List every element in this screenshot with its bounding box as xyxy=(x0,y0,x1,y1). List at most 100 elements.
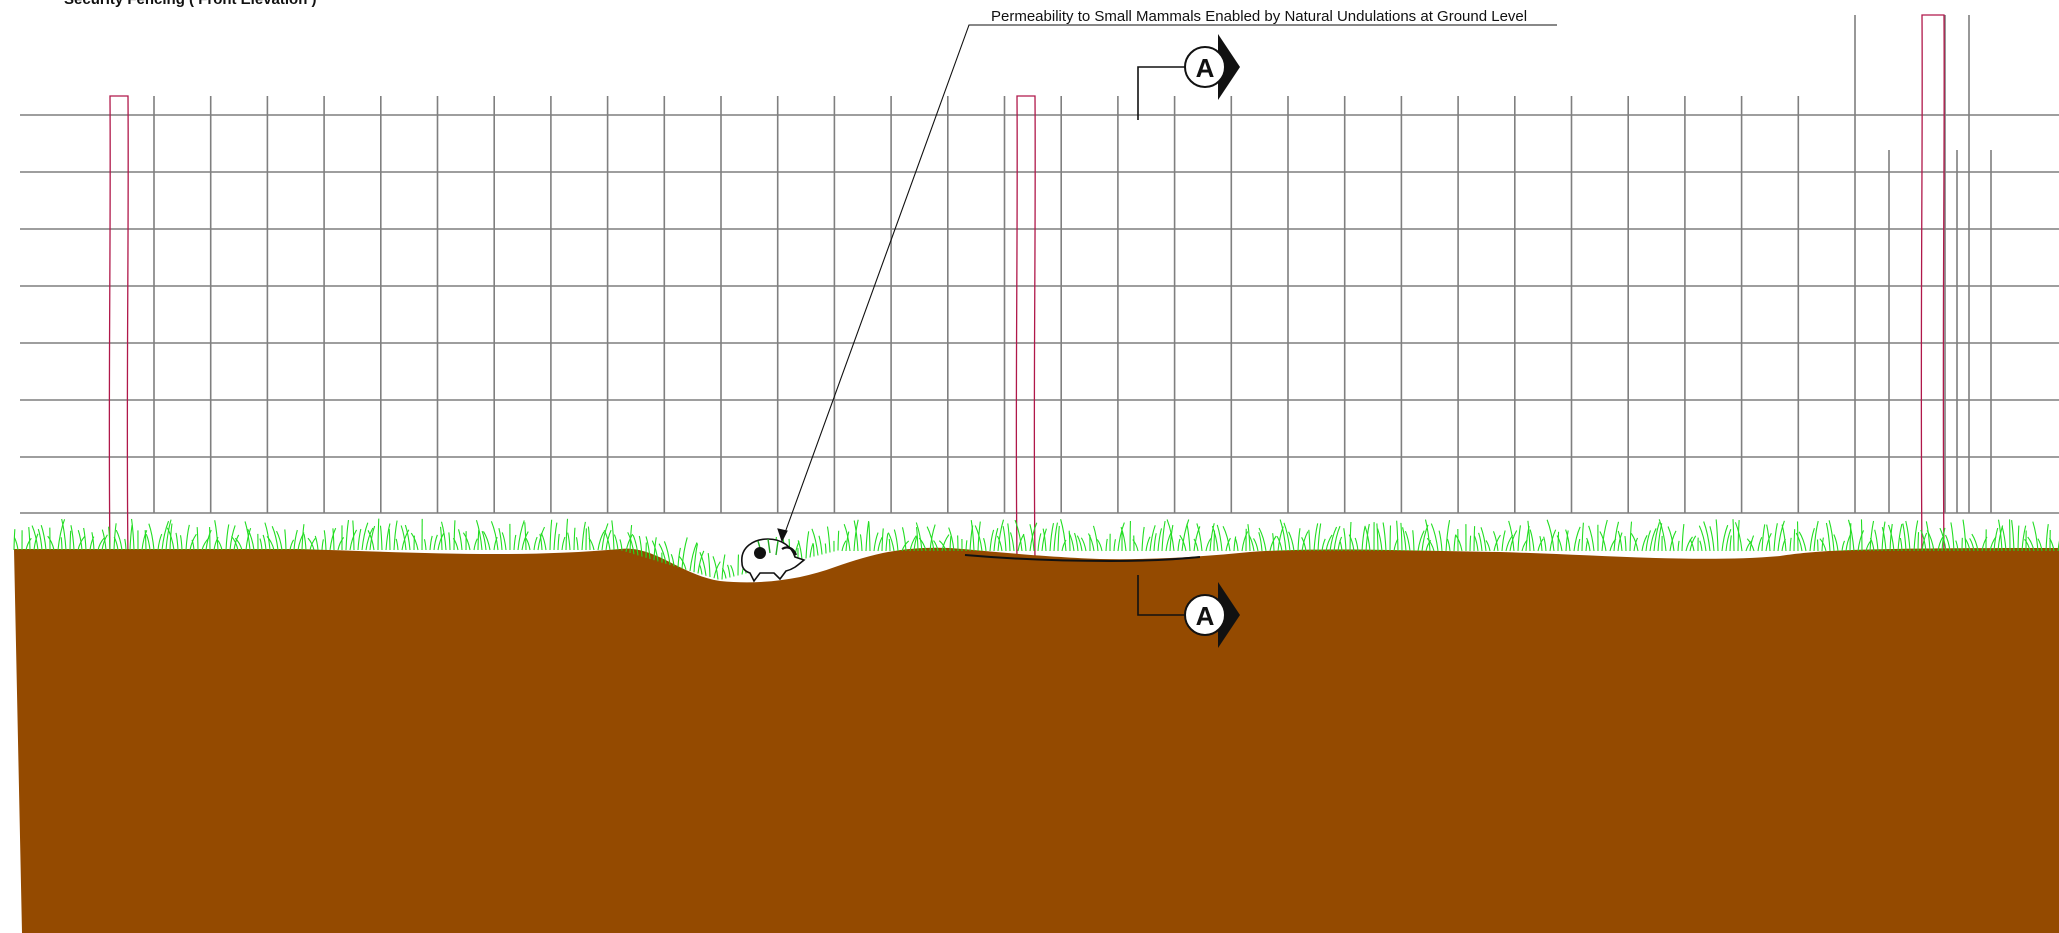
grass-blade xyxy=(462,532,471,551)
grass-blade xyxy=(1469,535,1472,552)
grass-blade xyxy=(873,532,879,552)
grass-blade xyxy=(124,538,127,551)
grass-blade xyxy=(989,529,995,552)
grass-blade xyxy=(1897,523,1903,552)
grass-blade xyxy=(25,537,32,551)
fence-mesh xyxy=(20,15,2059,514)
grass-blade xyxy=(941,534,950,552)
grass-blade xyxy=(1962,519,1967,552)
grass-blade xyxy=(2057,540,2059,552)
grass-blade xyxy=(1057,525,1060,552)
grass-blade xyxy=(1400,522,1403,552)
grass-blade xyxy=(1624,535,1627,552)
grass-blade xyxy=(1348,534,1355,552)
grass-blade xyxy=(1276,535,1283,552)
grass-blade xyxy=(1060,519,1067,552)
grass-blade xyxy=(448,532,451,551)
grass-blade xyxy=(1913,520,1919,552)
grass-blade xyxy=(638,535,643,557)
grass-blade xyxy=(681,537,688,569)
grass-blade xyxy=(1241,531,1249,552)
grass-blade xyxy=(214,520,219,551)
grass-blade xyxy=(1092,525,1099,552)
grass-blade xyxy=(1577,538,1581,552)
grass-blade xyxy=(1641,535,1648,552)
grass-blade xyxy=(361,522,369,551)
grass-blade xyxy=(1297,528,1301,552)
grass-blade xyxy=(365,527,374,551)
grass-blade xyxy=(477,529,480,551)
grass-blade xyxy=(651,540,659,562)
grass-blade xyxy=(1749,535,1755,552)
grass-blade xyxy=(1653,522,1660,552)
grass-blade xyxy=(1789,537,1792,552)
grass-blade xyxy=(1132,539,1139,552)
grass-blade xyxy=(1613,521,1620,552)
grass-blade xyxy=(1766,524,1771,552)
grass-blade xyxy=(918,537,927,552)
grass-blade xyxy=(521,531,529,551)
grass-blade xyxy=(909,535,917,552)
grass-blade xyxy=(1325,534,1333,552)
grass-blade xyxy=(264,522,271,551)
grass-blade xyxy=(837,530,840,551)
grass-blade xyxy=(663,541,671,566)
grass-blade xyxy=(868,521,871,552)
grass-blade xyxy=(1007,523,1011,552)
grass-blade xyxy=(303,533,307,551)
grass-blade xyxy=(2021,525,2027,552)
grass-blade xyxy=(1321,538,1326,552)
grass-blade xyxy=(1233,536,1237,552)
grass-blade xyxy=(1209,523,1215,552)
grass-blade xyxy=(996,535,1003,552)
grass-blade xyxy=(525,537,531,551)
grass-blade xyxy=(993,528,999,552)
grass-blade xyxy=(191,539,195,551)
grass-blade xyxy=(369,525,376,551)
grass-blade xyxy=(1729,535,1732,552)
grass-blade xyxy=(247,528,255,551)
grass-blade xyxy=(1993,527,1999,552)
grass-blade xyxy=(367,530,375,551)
grass-blade xyxy=(234,537,243,551)
grass-blade xyxy=(1105,538,1108,552)
section-label: A xyxy=(1196,53,1215,83)
grass-blade xyxy=(60,537,63,551)
grass-blade xyxy=(1969,538,1975,552)
grass-blade xyxy=(423,539,427,551)
grass-blade xyxy=(1169,524,1174,552)
grass-blade xyxy=(1389,525,1392,552)
grass-blade xyxy=(1205,538,1212,552)
grass-blade xyxy=(1828,520,1835,552)
grass-blade xyxy=(1629,521,1633,552)
grass-blade xyxy=(293,529,298,551)
grass-blade xyxy=(1279,519,1287,552)
grass-blade xyxy=(1193,526,1201,552)
grass-blade xyxy=(1096,539,1103,552)
grass-blade xyxy=(1617,532,1623,552)
grass-blade xyxy=(349,529,358,551)
grass-blade xyxy=(1581,522,1584,552)
grass-blade xyxy=(1689,535,1697,552)
grass-blade xyxy=(482,531,491,551)
grass-blade xyxy=(1869,537,1875,552)
grass-blade xyxy=(926,526,935,552)
grass-blade xyxy=(185,524,190,551)
grass-blade xyxy=(1076,535,1083,552)
grass-blade xyxy=(1446,538,1451,552)
grass-blade xyxy=(2045,524,2049,552)
grass-blade xyxy=(1857,530,1865,552)
grass-blade xyxy=(1455,534,1463,552)
grass-blade xyxy=(271,526,279,551)
grass-blade xyxy=(13,537,19,551)
grass-blade xyxy=(1732,519,1735,552)
grass-blade xyxy=(1667,526,1675,552)
grass-blade xyxy=(1746,538,1755,552)
grass-blade xyxy=(233,534,240,551)
grass-blade xyxy=(429,535,433,551)
grass-blade xyxy=(893,529,899,552)
grass-blade xyxy=(1222,526,1231,552)
grass-blade xyxy=(707,553,711,578)
grass-blade xyxy=(965,540,968,552)
grass-blade xyxy=(865,520,870,552)
